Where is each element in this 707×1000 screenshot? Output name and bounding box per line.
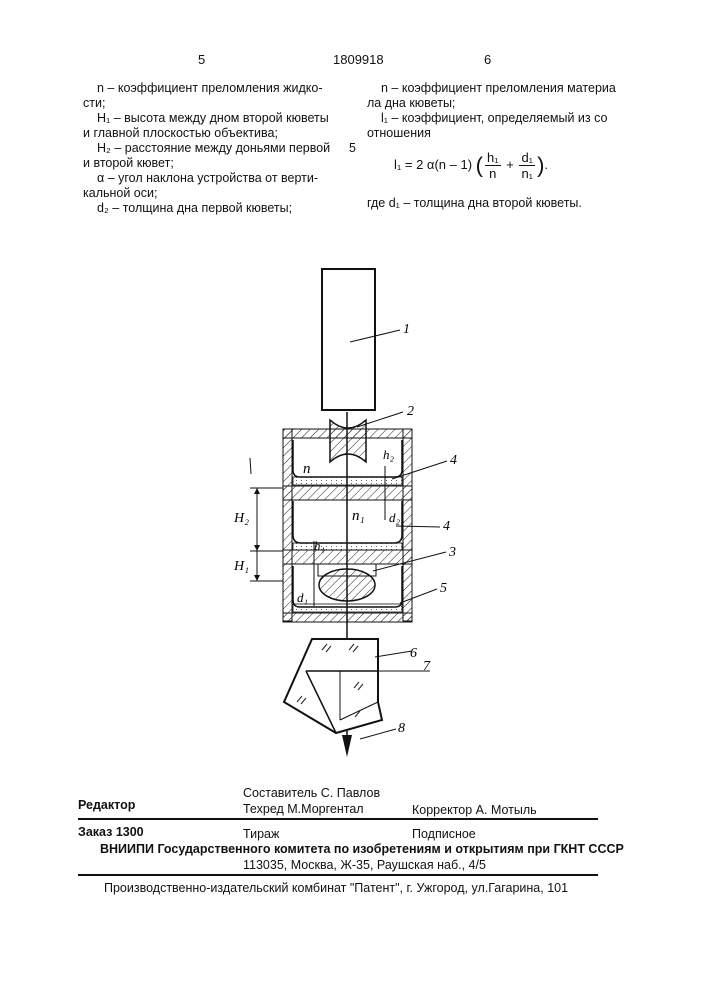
liquid-middle (293, 543, 402, 550)
formula: l₁ = 2 α(n – 1) (h₁n + d₁n₁). (394, 150, 548, 181)
definition-line: d₂ – толщина дна первой кюветы; (97, 201, 292, 215)
order-number: Заказ 1300 (78, 825, 144, 839)
definition-line: l₁ – коэффициент, определяемый из со (381, 111, 607, 125)
device-diagram: 1 2 4 4 3 5 6 7 8 n n₁ H₂ H₁ h₁ h₂ d₁ d₂ (0, 230, 707, 790)
liquid-upper (293, 477, 402, 485)
definition-line: n – коэффициент преломления жидко- (97, 81, 323, 95)
publisher-line: Производственно-издательский комбинат "П… (104, 881, 568, 895)
housing-right-wall (403, 429, 412, 621)
housing-bottom (283, 613, 412, 622)
vniipi-line: ВНИИПИ Государственного комитета по изоб… (100, 842, 624, 856)
definition-line: и второй кювет; (83, 156, 174, 170)
housing-left-wall (283, 429, 292, 621)
tilt-line (250, 458, 251, 474)
label-part: 7 (423, 659, 431, 674)
fraction-denominator: n₁ (519, 166, 535, 181)
arrow-head-icon (254, 488, 260, 494)
subscription: Подписное (412, 827, 476, 841)
where-line: где d₁ – толщина дна второй кюветы. (367, 196, 582, 210)
formula-lhs: l₁ = 2 α(n – 1) (394, 157, 472, 172)
definition-line: и главной плоскостью объектива; (83, 126, 278, 140)
left-column-number: 5 (198, 52, 205, 67)
composer: Составитель С. Павлов (243, 786, 380, 800)
label-h1: h₁ (314, 538, 325, 553)
fraction-h1-n: h₁n (485, 150, 501, 181)
label-part: 4 (450, 453, 457, 468)
corrector: Корректор А. Мотыль (412, 803, 537, 817)
label-part: 8 (398, 721, 405, 736)
label-d1: d₁ (297, 590, 308, 605)
definition-line: отношения (367, 126, 431, 140)
editor-label: Редактор (78, 798, 135, 812)
label-H2: H₂ (233, 511, 249, 526)
label-part: 4 (443, 519, 450, 534)
label-part: 3 (448, 545, 456, 560)
label-part: 5 (440, 581, 447, 596)
label-H1: H₁ (233, 559, 249, 574)
fraction-denominator: n (485, 166, 501, 181)
camera-block (322, 269, 375, 410)
divider (78, 874, 598, 876)
patent-number: 1809918 (333, 52, 384, 67)
label-part: 1 (403, 322, 410, 337)
cuvette-bottom-upper (283, 486, 412, 500)
label-medium-n1: n₁ (352, 508, 365, 524)
techred: Техред М.Моргентал (243, 802, 364, 816)
cuvette-bottom-middle (283, 550, 412, 564)
housing-upper (283, 429, 412, 438)
address-line: 113035, Москва, Ж-35, Раушская наб., 4/5 (243, 858, 486, 872)
margin-line-number: 5 (349, 141, 356, 155)
definition-line: α – угол наклона устройства от верти- (97, 171, 318, 185)
arrow-head-icon (342, 735, 352, 757)
definition-line: сти; (83, 96, 105, 110)
definition-line: n – коэффициент преломления материа (381, 81, 616, 95)
definition-line: H₁ – высота между дном второй кюветы (97, 111, 329, 125)
label-medium-n: n (303, 461, 311, 477)
objective-lens (319, 569, 375, 601)
label-d2: d₂ (389, 510, 401, 525)
arrow-head-icon (254, 575, 260, 581)
definition-line: кальной оси; (83, 186, 157, 200)
label-part: 2 (407, 404, 414, 419)
divider (78, 818, 598, 820)
arrow-head-icon (254, 545, 260, 551)
formula-period: . (544, 157, 548, 172)
right-column-number: 6 (484, 52, 491, 67)
fraction-d1-n1: d₁n₁ (519, 150, 535, 181)
label-h2: h₂ (383, 447, 395, 462)
definition-line: H₂ – расстояние между доньями первой (97, 141, 330, 155)
label-part: 6 (410, 646, 417, 661)
liquid-lower (293, 604, 402, 612)
prism-block (284, 639, 382, 733)
formula-plus: + (506, 157, 514, 172)
circulation: Тираж (243, 827, 279, 841)
fraction-numerator: d₁ (519, 150, 535, 166)
definition-line: ла дна кюветы; (367, 96, 455, 110)
fraction-numerator: h₁ (485, 150, 501, 166)
